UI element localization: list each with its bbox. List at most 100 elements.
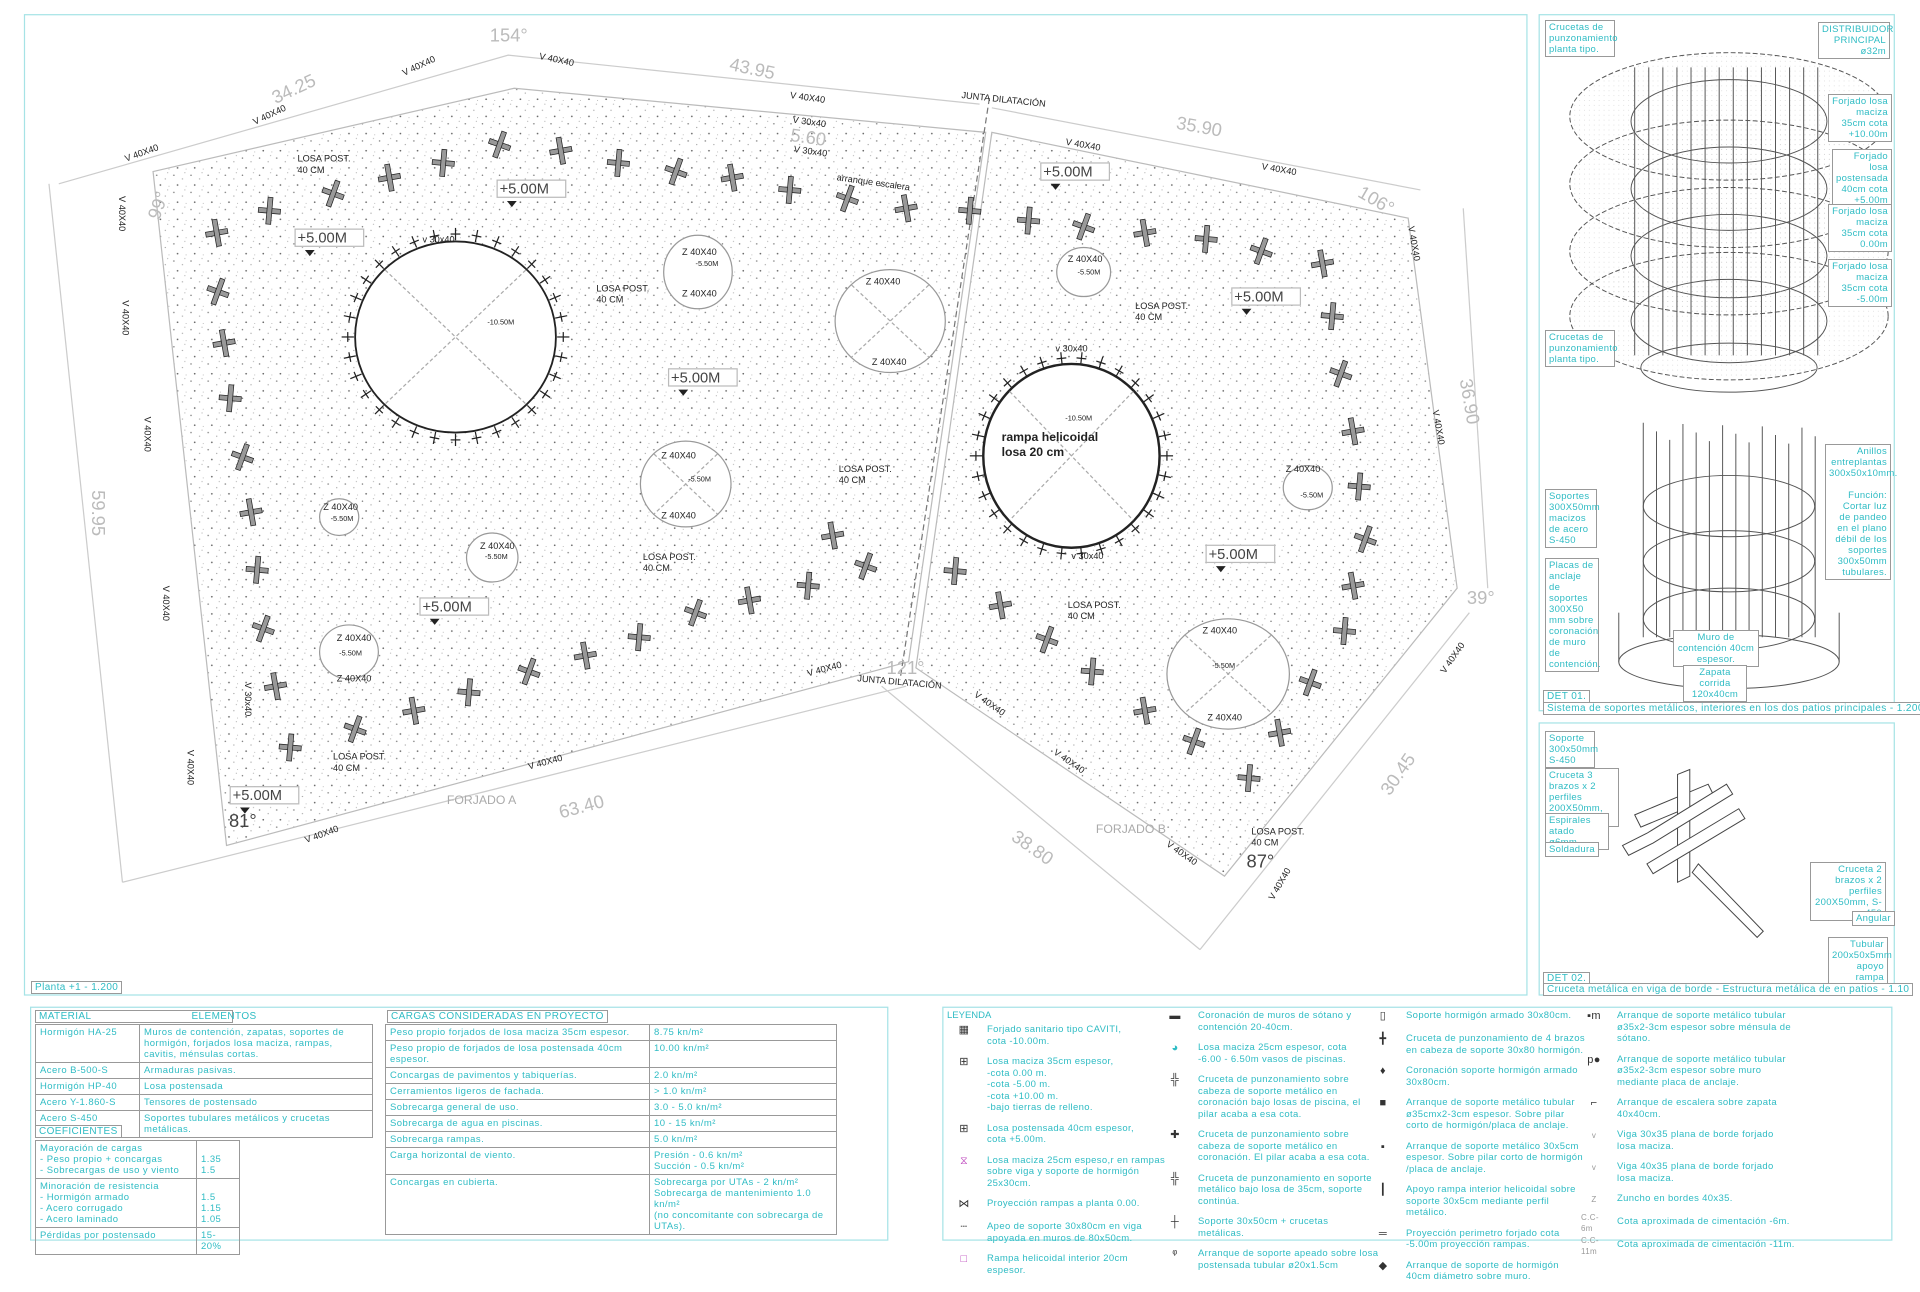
losa-post-label: LOSA POST. [643,552,696,562]
legend-text: Arranque de escalera sobre zapata 40x40c… [1617,1097,1777,1120]
det01-caption: Sistema de soportes metálicos, interiore… [1543,702,1920,715]
losa-maciza-icon: ⊞ [959,1056,969,1069]
dimension-label: 59.95 [88,490,109,536]
punching-cross-icon [251,614,275,643]
legend-text: Arranque de soporte metálico tubular ø35… [1617,1053,1786,1088]
punching-cross-icon [1237,764,1261,793]
support-tick-icon [341,332,354,342]
arranque-apeado-icon: ᵠ [1172,1248,1178,1261]
legend-item: ▪Arranque de soporte metálico 30x5cm esp… [1381,1141,1613,1176]
rampa-losa-icon: ⧖ [959,1154,969,1167]
material-elements: Tensores de postensado [139,1094,373,1111]
legend-text: Cota aproximada de cimentación -6m. [1617,1216,1790,1227]
legend-text: Arranque de soporte de hormigón 40cm diá… [1406,1259,1559,1283]
level-triangle-icon [1050,183,1061,190]
support-tick-icon [1114,535,1124,547]
coeficiente-name: Mayoración de cargas - Peso propio + con… [35,1140,197,1179]
legend-frame [942,1006,1893,1241]
carga-name: Carga horizontal de viento. [385,1147,650,1175]
legend-item: ⊞Losa maciza 35cm espesor, -cota 0.00 m.… [959,1056,1189,1114]
legend-text: Apeo de soporte 30x80cm en viga apoyada … [987,1221,1143,1244]
support-tick-icon [360,275,372,285]
punching-cross-icon [549,136,573,165]
losa-post-label: 40 CM [596,295,623,305]
forjado-b-slab [915,131,1458,877]
support-tick-icon [555,311,568,322]
carga-row: Concargas de pavimentos y tabiquerías.2.… [385,1067,837,1084]
det01-label-soportes: Soportes 300X50mm macizos de acero S-450 [1545,489,1600,548]
punching-cross-icon [278,733,302,762]
legend-item: ▪m Arranque de soporte metálico tubular ø… [1587,1010,1824,1045]
legend-item: ╬Cruceta de punzonamiento sobre cabeza d… [1171,1074,1405,1120]
losa-post-label: LOSA POST. [1068,600,1121,610]
support-tick-icon [557,332,570,342]
punching-cross-icon [205,218,229,247]
support-tick-icon [1076,547,1087,560]
elementos-header-label: ELEMENTOS [191,1011,257,1022]
losa-post-label: 40 CM [1251,837,1278,847]
legend-item: v Viga 40x35 plana de borde forjado losa… [1592,1161,1824,1184]
punching-cross-icon [988,591,1013,620]
material-elements: Armaduras pasivas. [139,1062,373,1079]
support-tick-icon [1002,378,1013,388]
carga-row: Sobrecarga general de uso.3.0 - 5.0 kn/m… [385,1099,837,1116]
punching-cross-icon [627,623,651,652]
support-tick-icon [1143,509,1155,518]
angle-label: 87° [1247,851,1275,872]
carga-name: Concargas en cubierta. [385,1174,650,1235]
dimension-label: 5.60 [789,124,827,150]
det01-label-forjado-0: Forjado losa maciza 35cm cota 0.00m [1828,204,1892,252]
support-tick-icon [969,450,983,461]
level-triangle-icon [304,249,315,257]
coeficiente-value: 1.35 1.5 [196,1140,240,1179]
support-tick-icon [429,431,440,445]
punching-cross-icon [1341,571,1365,600]
carga-name: Peso propio forjados de losa maciza 35cm… [385,1024,650,1041]
det02-label-soporte: Soporte 300x50mm S-450 [1545,731,1598,768]
dimension-label: 30.45 [1376,749,1420,799]
patio-level-label: -5.50M [331,514,354,523]
support-tick-icon [1056,547,1067,560]
legend-symbol-icon: Z [1591,1195,1597,1205]
legend-item: ┼Soporte 30x50cm + crucetas metálicas. [1171,1216,1405,1239]
coeficiente-row: Mayoración de cargas - Peso propio + con… [35,1140,240,1179]
punching-cross-icon [343,715,367,744]
dimension-label: 63.40 [556,790,606,822]
legend-text: Losa postensada 40cm espesor, cota +5.00… [987,1122,1134,1146]
carga-value: Presión - 0.6 kn/m² Succión - 0.5 kn/m² [649,1147,837,1175]
det01-label-anillos: Anillos entreplantas 300x50x10mm. Funció… [1825,444,1897,580]
support-tick-icon [510,245,520,257]
zuncho-label: Z 40X40 [1068,254,1103,264]
legend-column-2: ▬Coronación de muros de sótano y contenc… [1169,1010,1405,1280]
support-tick-icon [539,275,551,285]
punching-cross-icon [1320,302,1344,331]
coeficientes-header: COEFICIENTES [35,1125,122,1138]
zuncho-label: Z 40X40 [1202,626,1237,636]
punching-cross-icon [239,498,263,527]
support-tick-icon [374,259,385,269]
level-label: +5.00M [671,370,720,386]
coeficiente-name: Pérdidas por postensado [35,1227,197,1255]
losa-postensada-icon: ⊞ [959,1122,969,1135]
beam-label: V 40X40 [117,196,127,231]
support-tick-icon [1037,543,1047,556]
zuncho-label: Z 40X40 [480,541,515,551]
legend-symbol-icon: C.C-6m [1581,1212,1599,1234]
forjado-a-label: FORJADO A [447,793,517,807]
patio-level-label: -5.50M [696,259,719,268]
carga-value: 8.75 kn/m² [649,1024,837,1041]
legend-text: Arranque de soporte metálico tubular ø35… [1617,1010,1792,1044]
ramp-label: losa 20 cm [1002,445,1065,459]
beam-label: V 30x40 [792,115,827,130]
patio-level-label: -10.50M [487,318,514,327]
cruceta-double-icon: ╬ [1170,1074,1180,1087]
legend-item: ■Arranque de soporte metálico tubular ø3… [1380,1097,1613,1132]
det02-caption: Cruceta metálica en viga de borde - Estr… [1543,983,1914,996]
arranque-mensula-icon: ▪m [1587,1010,1601,1023]
angle-label: 39° [1467,587,1495,608]
carga-name: Sobrecarga de agua en piscinas. [385,1115,650,1132]
